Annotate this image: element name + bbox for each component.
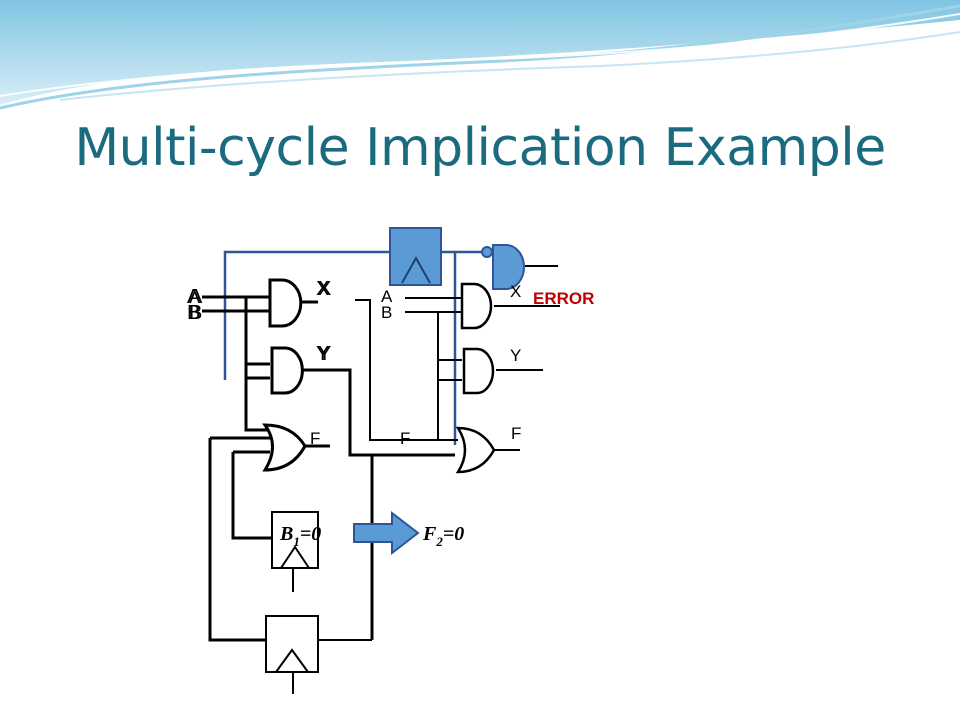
nand-gate-error xyxy=(492,244,525,290)
and-gate-y-frame2 xyxy=(462,347,495,395)
frame1-output-y-shadow: Y xyxy=(316,343,329,365)
clock-triangle-icon xyxy=(275,648,309,673)
and-gate-y-frame1 xyxy=(270,346,304,395)
clock-triangle-icon xyxy=(280,545,310,569)
implication-arrow-icon xyxy=(353,510,420,556)
implication-from-val: =0 xyxy=(300,523,321,545)
frame2-input-b-label: B xyxy=(381,303,392,322)
frame1-output-y-label: Y xyxy=(318,343,331,365)
implication-to-text: F2=0 xyxy=(422,523,464,549)
implication-from-sub: 1 xyxy=(293,534,300,549)
inversion-bubble xyxy=(481,246,493,258)
frame1-input-b-label: B xyxy=(189,302,202,324)
clock-triangle-icon xyxy=(401,255,431,284)
frame2-output-f-label: F xyxy=(511,424,521,443)
highlight-path xyxy=(223,227,487,445)
frame1-output-x-shadow: X xyxy=(316,278,329,300)
implication-to-var: F xyxy=(422,523,437,545)
implication-from-text: B1=0 xyxy=(279,523,321,549)
frame1-input-a-label: A xyxy=(189,286,203,308)
or-gate-f-frame2 xyxy=(455,426,496,474)
frame1-input-a-shadow: A xyxy=(187,286,201,308)
implication-to-sub: 2 xyxy=(435,534,443,549)
and-gate-x-frame1 xyxy=(268,278,303,328)
frame2-input-a-label: A xyxy=(381,287,393,306)
frame2-wiring xyxy=(405,265,560,451)
implication-from-var: B xyxy=(279,523,293,545)
flip-flop-bottom xyxy=(265,615,319,673)
frame2-output-y-label: Y xyxy=(510,346,521,365)
frame2-output-x-label: X xyxy=(510,282,521,301)
frame1-output-x-label: X xyxy=(318,278,331,300)
or-gate-f-frame1 xyxy=(262,423,307,472)
frame1-output-f-label: F xyxy=(310,429,320,448)
slide-title: Multi-cycle Implication Example xyxy=(74,118,886,178)
frame1-wiring xyxy=(202,295,455,694)
header-wave-decoration xyxy=(0,0,960,110)
frame2-f-input-label: F xyxy=(400,429,410,448)
error-label: ERROR xyxy=(533,289,594,308)
implication-to-val: =0 xyxy=(443,523,464,545)
and-gate-x-frame2 xyxy=(460,282,493,330)
flip-flop-b1 xyxy=(271,511,319,569)
highlighted-flip-flop xyxy=(389,227,442,286)
frame1-input-b-shadow: B xyxy=(187,302,200,324)
